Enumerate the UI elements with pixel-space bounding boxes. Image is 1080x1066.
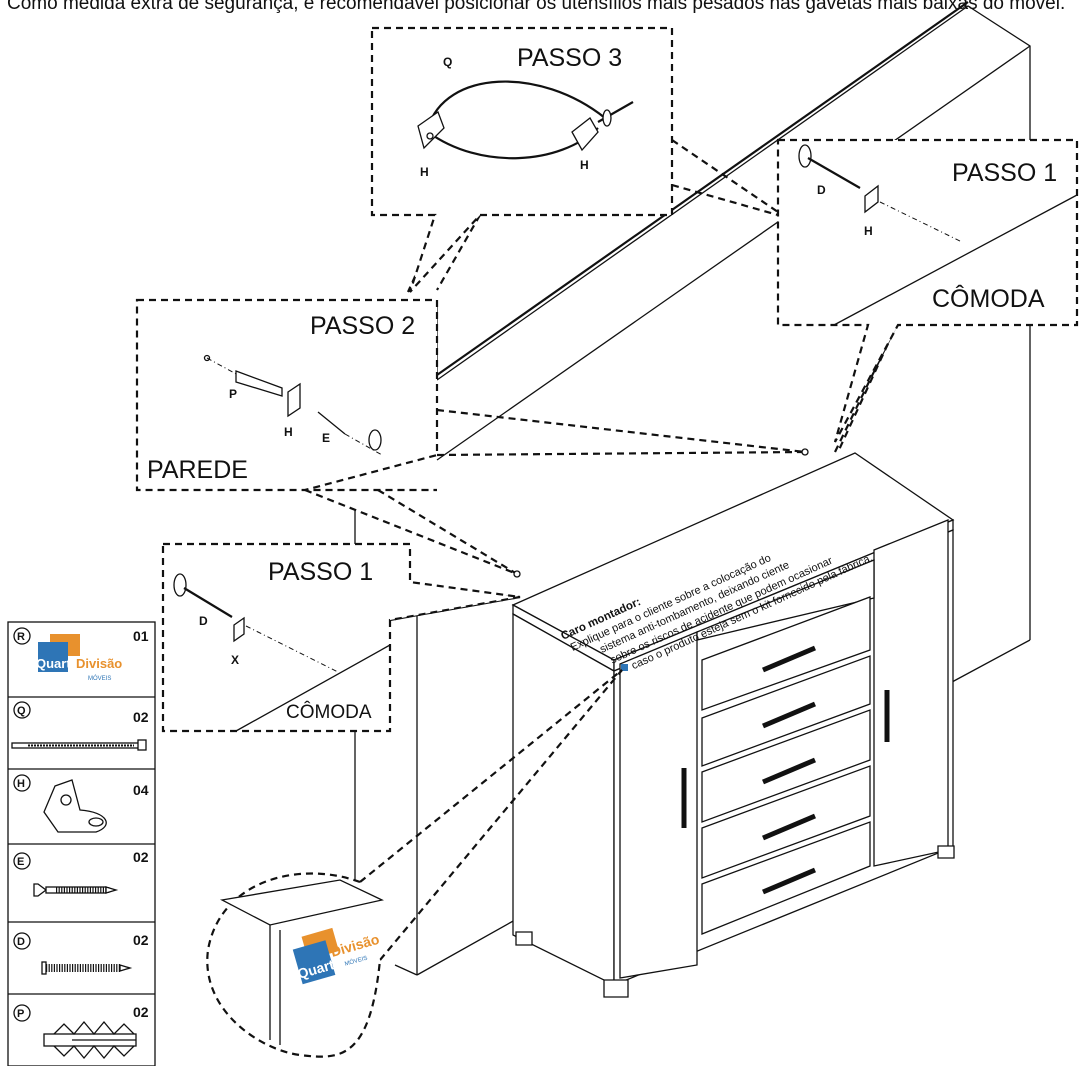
part-qty: 02 bbox=[133, 709, 149, 725]
part-row: P 02 bbox=[13, 1004, 149, 1060]
part-row: E 02 bbox=[13, 849, 149, 897]
passo1-right-callout: PASSO 1 CÔMODA D H bbox=[776, 138, 1079, 443]
passo2-caption: PAREDE bbox=[147, 456, 248, 484]
passo3-title: PASSO 3 bbox=[517, 44, 622, 72]
passo1-right-label-h: H bbox=[864, 224, 873, 238]
part-qty: 02 bbox=[133, 849, 149, 865]
part-code: P bbox=[17, 1008, 24, 1020]
part-qty: 01 bbox=[133, 628, 149, 644]
part-qty: 04 bbox=[133, 782, 149, 798]
angle-bracket-icon bbox=[43, 779, 107, 833]
part-row: R 01 Quarta Divisão MÓVEIS bbox=[13, 627, 149, 682]
passo1-left-label-d: D bbox=[199, 614, 208, 628]
passo3-label-q: Q bbox=[443, 55, 452, 69]
passo1-right-title: PASSO 1 bbox=[952, 159, 1057, 187]
passo2-label-e: E bbox=[322, 431, 330, 445]
svg-text:MÓVEIS: MÓVEIS bbox=[88, 675, 111, 682]
intro-text: Como medida extra de segurança, é recome… bbox=[7, 0, 1066, 14]
logo-detail-zoom: Quarta Divisão MÓVEIS bbox=[206, 872, 384, 1058]
svg-text:Quarta: Quarta bbox=[36, 656, 79, 671]
passo1-left-callout: PASSO 1 CÔMODA D X bbox=[161, 542, 521, 733]
screw-and-bracket-icon bbox=[173, 573, 339, 673]
passo2-label-h: H bbox=[284, 425, 293, 439]
part-qty: 02 bbox=[133, 932, 149, 948]
passo1-right-caption: CÔMODA bbox=[932, 284, 1045, 313]
passo1-right-label-d: D bbox=[817, 183, 826, 197]
wall-plug-icon bbox=[43, 1020, 137, 1060]
passo2-callout: PASSO 2 PAREDE P H E bbox=[135, 298, 439, 492]
svg-text:Divisão: Divisão bbox=[76, 656, 122, 671]
drawer-handles bbox=[681, 645, 890, 895]
passo2-title: PASSO 2 bbox=[310, 312, 415, 340]
screw-and-bracket-icon bbox=[798, 144, 963, 243]
cable-tie-icon bbox=[417, 80, 634, 160]
passo3-label-h: H bbox=[420, 165, 429, 179]
part-qty: 02 bbox=[133, 1004, 149, 1020]
wall-plug-and-screw-icon bbox=[203, 354, 383, 456]
part-row: H 04 bbox=[13, 774, 149, 833]
passo2-label-p: P bbox=[229, 387, 237, 401]
part-code: R bbox=[17, 631, 25, 643]
part-code: E bbox=[17, 856, 24, 868]
brand-label-icon: Quarta Divisão MÓVEIS bbox=[36, 634, 122, 682]
parts-list: R 01 Quarta Divisão MÓVEIS Q 02 H 04 bbox=[7, 621, 156, 1066]
part-code: H bbox=[17, 778, 25, 790]
part-code: Q bbox=[17, 705, 26, 717]
part-row: D 02 bbox=[13, 932, 149, 975]
passo3-callout: PASSO 3 Q H H bbox=[370, 26, 674, 293]
wood-screw-icon bbox=[41, 961, 133, 975]
passo1-left-label-x: X bbox=[231, 653, 239, 667]
part-code: D bbox=[17, 936, 25, 948]
dresser: Caro montador: Explique para o cliente s… bbox=[511, 452, 955, 998]
passo1-left-title: PASSO 1 bbox=[268, 558, 373, 586]
passo3-label-h: H bbox=[580, 158, 589, 172]
passo1-left-caption: CÔMODA bbox=[286, 701, 372, 723]
cable-tie-icon bbox=[11, 739, 147, 751]
flat-screw-icon bbox=[33, 883, 119, 897]
part-row: Q 02 bbox=[11, 701, 149, 751]
